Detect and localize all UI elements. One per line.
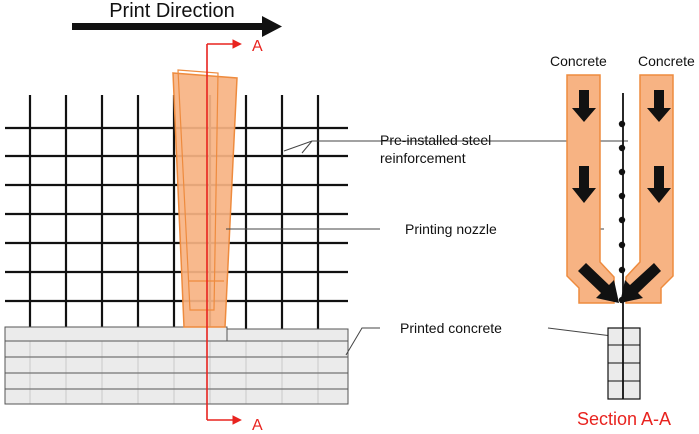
leader-lines	[226, 140, 628, 356]
concrete-label-right: Concrete	[638, 53, 695, 69]
steel-reinforcement-label-line2: reinforcement	[380, 150, 466, 166]
section-marker-top: A	[252, 38, 263, 55]
steel-reinforcement-label-line1: Pre-installed steel	[380, 132, 491, 148]
printing-nozzle	[172, 69, 238, 328]
print-direction-arrow	[72, 16, 282, 37]
printed-concrete-label: Printed concrete	[400, 320, 502, 336]
concrete-label-left: Concrete	[550, 53, 607, 69]
printed-concrete-layers	[4, 326, 349, 405]
print-direction-label: Print Direction	[109, 0, 235, 22]
printing-nozzle-label: Printing nozzle	[405, 221, 497, 237]
section-title: Section A-A	[577, 409, 671, 429]
section-cut-line	[206, 39, 242, 425]
section-marker-bottom: A	[252, 417, 263, 434]
section-view	[566, 74, 674, 400]
concrete-flow-arrows	[572, 90, 671, 303]
